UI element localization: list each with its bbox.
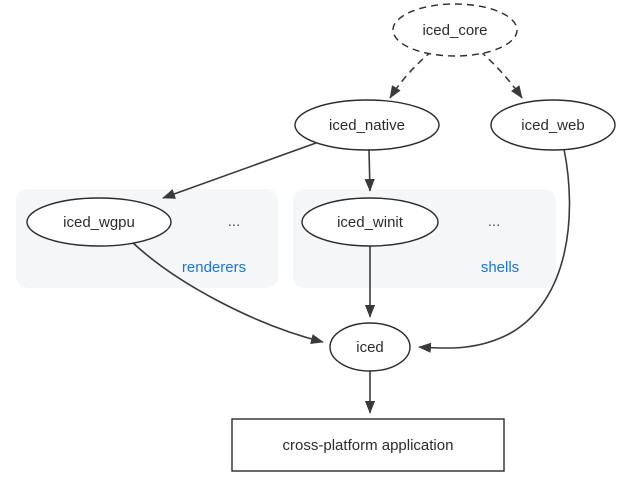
node-iced-core-label: iced_core bbox=[422, 22, 487, 39]
cluster-shells-label: shells bbox=[481, 259, 519, 276]
node-iced-label: iced bbox=[356, 339, 384, 356]
edge-native-to-winit bbox=[364, 149, 375, 192]
edge-wgpu-to-iced bbox=[130, 240, 324, 345]
node-iced-core-shape[interactable] bbox=[392, 3, 518, 57]
edge-native-to-wgpu bbox=[162, 142, 317, 199]
node-iced-native-label: iced_native bbox=[329, 117, 405, 134]
node-iced-winit[interactable]: iced_winit bbox=[301, 197, 439, 247]
node-iced-native[interactable]: iced_native bbox=[294, 99, 440, 151]
node-iced[interactable]: iced bbox=[329, 322, 411, 372]
node-iced-native-shape[interactable] bbox=[294, 99, 440, 151]
node-iced-web-shape[interactable] bbox=[490, 99, 616, 151]
node-iced-wgpu-label: iced_wgpu bbox=[63, 214, 135, 231]
node-application[interactable]: cross-platform application bbox=[231, 418, 505, 472]
edge-core-to-web bbox=[479, 50, 523, 99]
node-iced-web[interactable]: iced_web bbox=[490, 99, 616, 151]
cluster-renderers-label: renderers bbox=[182, 259, 246, 276]
node-iced-wgpu[interactable]: iced_wgpu bbox=[26, 197, 172, 247]
node-iced-shape[interactable] bbox=[329, 322, 411, 372]
node-iced-winit-shape[interactable] bbox=[301, 197, 439, 247]
node-iced-wgpu-shape[interactable] bbox=[26, 197, 172, 247]
node-application-label: cross-platform application bbox=[283, 437, 454, 454]
node-iced-winit-label: iced_winit bbox=[337, 214, 404, 231]
node-application-shape[interactable] bbox=[231, 418, 505, 472]
edge-core-to-native bbox=[389, 50, 433, 99]
edge-web-to-iced bbox=[418, 148, 571, 353]
renderers-ellipsis-label: ... bbox=[228, 213, 241, 230]
shells-ellipsis-label: ... bbox=[488, 213, 501, 230]
node-iced-web-label: iced_web bbox=[521, 117, 584, 134]
node-iced-core[interactable]: iced_core bbox=[392, 3, 518, 57]
